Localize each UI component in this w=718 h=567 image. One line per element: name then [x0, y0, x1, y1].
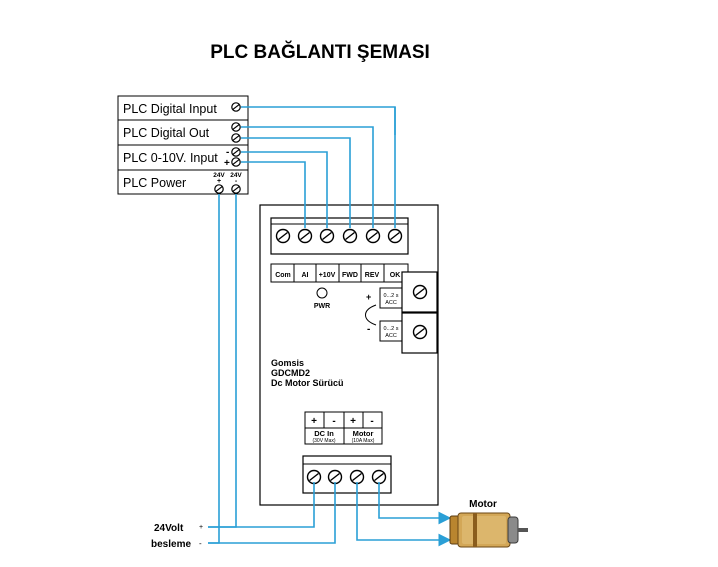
terminal-label-ok: OK	[390, 272, 401, 279]
supply-line-1: 24Volt	[154, 523, 184, 534]
dc-in-minus-sign: -	[332, 416, 335, 427]
terminal-label-ai: AI	[302, 272, 309, 279]
plc-digital-input-label: PLC Digital Input	[123, 102, 217, 116]
terminal-screw-com	[275, 228, 291, 244]
top-terminal-block	[270, 217, 409, 255]
acc-1-adjust-screw	[412, 284, 428, 300]
plc-power-minus-terminal	[231, 184, 241, 194]
wire-plc-power-plus	[208, 194, 220, 544]
terminal-label-fwd: FWD	[342, 272, 358, 279]
plc-analog-plus-terminal	[231, 157, 241, 167]
terminal-labels: Com AI +10V FWD REV OK	[270, 263, 409, 283]
motor-title: Motor	[469, 499, 497, 510]
motor-out-label: Motor	[353, 429, 374, 438]
wire-plc-power-minus	[208, 194, 237, 528]
supply-minus-sign: -	[199, 539, 202, 548]
plc-out-terminal-2	[231, 133, 241, 143]
terminal-label-10v: +10V	[319, 272, 336, 279]
product-name: Dc Motor Sürücü	[271, 378, 344, 388]
terminal-screw-rev	[365, 228, 381, 244]
wire-supply-plus	[208, 482, 315, 528]
dc-in-label: DC In	[314, 429, 334, 438]
adjust-minus-sign: -	[367, 324, 370, 335]
terminal-label-com: Com	[275, 272, 291, 279]
acc-pot-2: 0...2 s ACC	[379, 312, 438, 354]
plc-power-plus-terminal	[214, 184, 224, 194]
supply-line-2: besleme	[151, 539, 191, 550]
motor-minus-sign: -	[370, 416, 373, 427]
dc-in-minus-screw	[327, 469, 343, 485]
dc-in-plus-screw	[306, 469, 322, 485]
pwr-led	[316, 287, 328, 299]
acc-2-range: 0...2 s	[384, 326, 399, 332]
model-name: GDCMD2	[271, 368, 310, 378]
acc-1-label: ACC	[385, 300, 397, 306]
acc-2-adjust-screw	[412, 324, 428, 340]
plc-analog-minus-sign: -	[226, 147, 229, 158]
motor-minus-screw	[371, 469, 387, 485]
plc-out-terminal-1	[231, 122, 241, 132]
plc-input-terminal	[231, 102, 241, 112]
wire-supply-minus	[208, 482, 336, 544]
plc-panel: PLC Digital Input PLC Digital Out PLC 0-…	[117, 95, 249, 195]
terminal-screw-ai	[297, 228, 313, 244]
motor-plus-sign: +	[350, 416, 356, 427]
plc-analog-input-label: PLC 0-10V. Input	[123, 151, 218, 165]
terminal-screw-10v	[319, 228, 335, 244]
plc-analog-minus-terminal	[231, 147, 241, 157]
terminal-screw-fwd	[342, 228, 358, 244]
dc-in-max: (30V Max)	[312, 438, 335, 444]
motor-plus-screw	[349, 469, 365, 485]
page-title: PLC BAĞLANTI ŞEMASI	[210, 41, 430, 63]
wire-analog-plus	[241, 161, 306, 228]
plc-power-minus-sign: -	[235, 178, 238, 185]
wire-motor-minus	[378, 482, 452, 525]
wire-digital-out-2	[241, 137, 351, 228]
wire-analog-minus	[241, 151, 328, 228]
dc-in-plus-sign: +	[311, 416, 317, 427]
wire-digital-out-1	[241, 126, 374, 228]
plc-power-plus-sign: +	[217, 178, 221, 185]
power-terminal-labels: + - + - DC In (30V Max) Motor (10A Max)	[304, 411, 383, 445]
wires	[208, 106, 452, 547]
motor-out-max: (10A Max)	[352, 438, 375, 444]
bottom-terminal-block	[302, 455, 392, 494]
adjust-direction-arrow	[365, 304, 377, 326]
acc-2-label: ACC	[385, 333, 397, 339]
supply-plus-sign: +	[199, 524, 203, 531]
plc-power-label: PLC Power	[123, 176, 186, 190]
pwr-label: PWR	[314, 303, 330, 310]
adjust-plus-sign: +	[366, 292, 371, 302]
plc-power-plus-volt: 24V	[213, 172, 225, 179]
wire-motor-plus	[356, 482, 452, 547]
plc-power-minus-volt: 24V	[230, 172, 242, 179]
plc-digital-out-label: PLC Digital Out	[123, 126, 210, 140]
driver-body	[259, 204, 439, 506]
acc-1-range: 0...2 s	[384, 293, 399, 299]
acc-pot-1: 0...2 s ACC	[379, 271, 438, 313]
plc-analog-plus-sign: +	[224, 158, 230, 169]
motor-icon	[449, 512, 528, 548]
brand-name: Gomsis	[271, 358, 304, 368]
terminal-label-rev: REV	[365, 272, 380, 279]
terminal-screw-ok	[387, 228, 403, 244]
